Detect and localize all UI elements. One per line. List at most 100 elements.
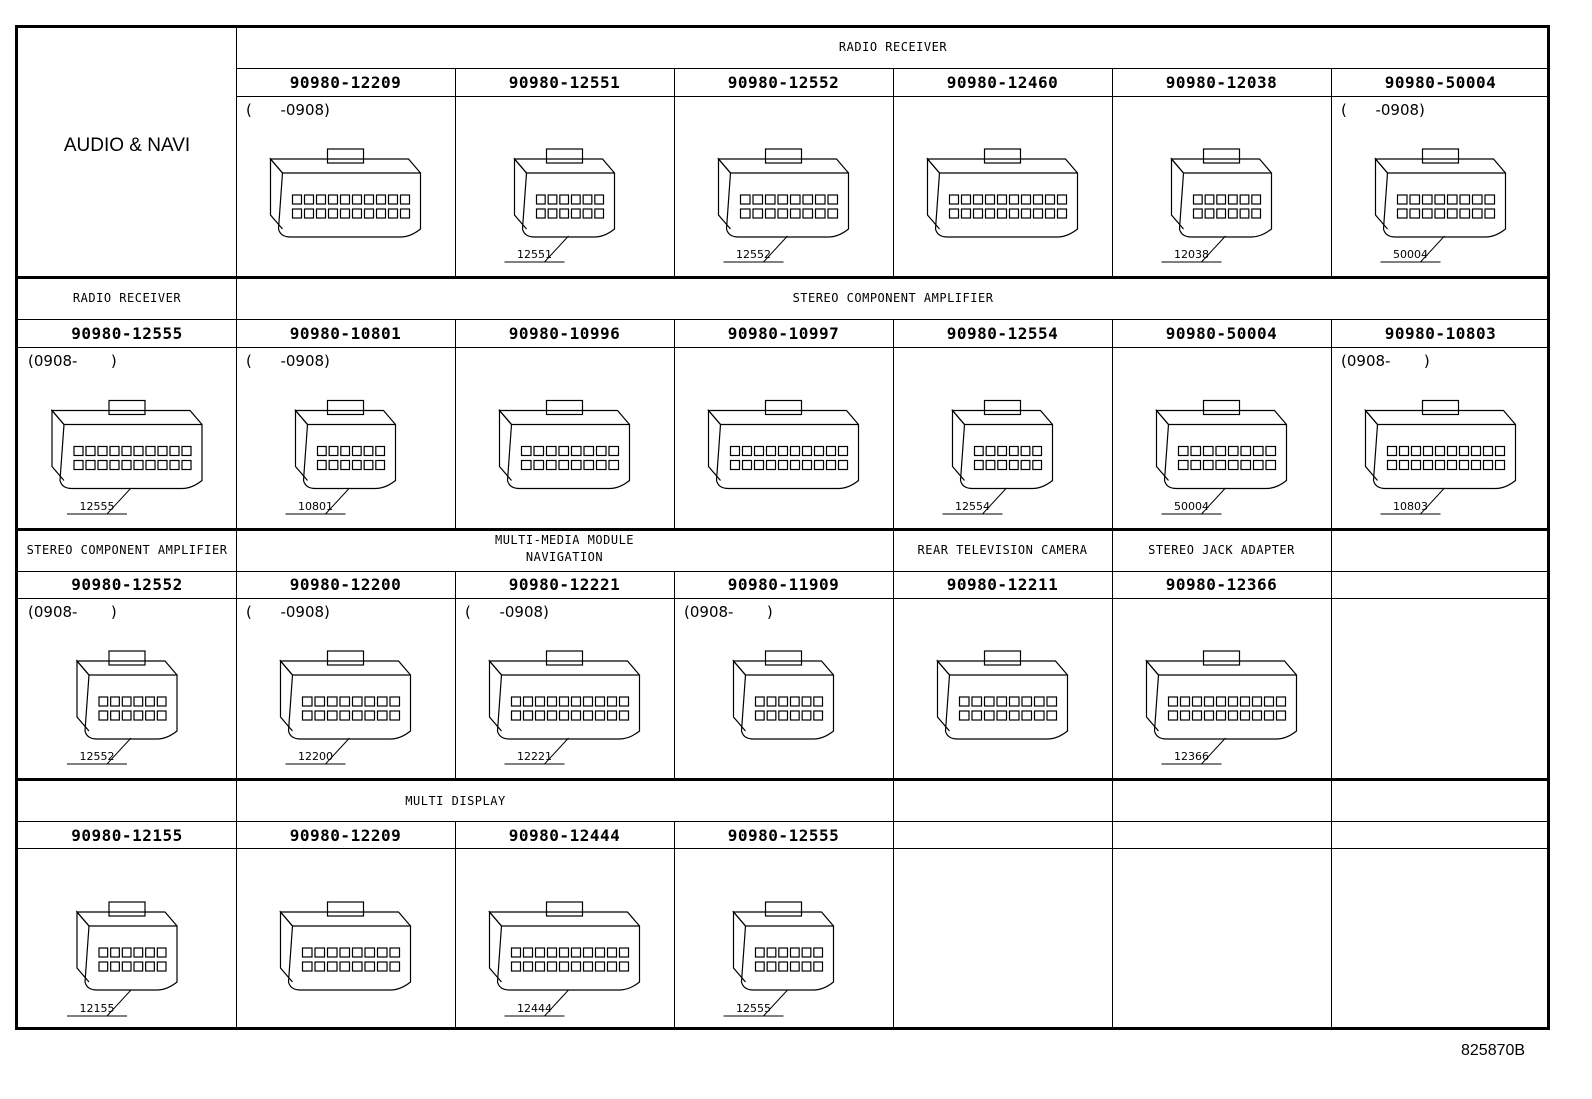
connector-drawing: 12555 — [50, 399, 203, 515]
date-range: ( -0908) — [1341, 101, 1425, 119]
connector-drawing — [926, 148, 1079, 238]
connector-drawing — [498, 399, 631, 490]
gridline — [455, 68, 456, 279]
connector-part-label: 12444 — [517, 1002, 552, 1015]
gridline — [18, 347, 1550, 348]
date-range: ( -0908) — [246, 101, 330, 119]
part-number: 90980-12555 — [71, 324, 183, 343]
connector-table: AUDIO & NAVI RADIO RECEIVER 90980-12209 … — [15, 25, 1550, 1030]
connector-part-label: 10803 — [1393, 500, 1428, 513]
connector-drawing: 10801 — [285, 399, 397, 515]
connector-drawing: 12221 — [488, 650, 641, 765]
connector-drawing: 12552 — [717, 148, 850, 263]
category-label: STEREO COMPONENT AMPLIFIER — [26, 543, 228, 557]
category-label: STEREO JACK ADAPTER — [1148, 543, 1295, 557]
category-label: NAVIGATION — [525, 550, 604, 564]
gridline — [18, 598, 1550, 599]
gridline — [674, 319, 675, 528]
connector-part-label: 12552 — [736, 248, 771, 261]
gridline — [893, 68, 894, 279]
gridline — [1331, 528, 1332, 1030]
gridline — [1112, 319, 1113, 528]
gridline — [18, 276, 1550, 279]
connector-part-label: 12221 — [517, 750, 552, 763]
part-number: 90980-12209 — [289, 73, 402, 92]
connector-part-label: 12552 — [80, 750, 115, 763]
gridline — [1112, 68, 1113, 279]
date-range: (0908- ) — [28, 352, 117, 370]
category-label: MULTI-MEDIA MODULE — [494, 533, 635, 547]
part-number: 90980-50004 — [1165, 324, 1278, 343]
gridline — [18, 528, 1550, 531]
category-label: RADIO RECEIVER — [838, 40, 948, 54]
connector-part-label: 50004 — [1393, 248, 1428, 261]
connector-part-label: 12555 — [736, 1002, 771, 1015]
part-number: 90980-50004 — [1384, 73, 1497, 92]
connector-drawing: 12552 — [67, 650, 178, 765]
part-number: 90980-12038 — [1165, 73, 1278, 92]
gridline — [455, 571, 456, 778]
part-number: 90980-12460 — [946, 73, 1059, 92]
section-title: AUDIO & NAVI — [63, 135, 191, 156]
part-number: 90980-10803 — [1384, 324, 1497, 343]
part-number: 90980-12366 — [1165, 575, 1278, 594]
gridline — [18, 821, 1550, 822]
gridline — [455, 821, 456, 1030]
gridline — [1331, 319, 1332, 528]
gridline — [1331, 68, 1332, 279]
gridline — [674, 571, 675, 778]
part-number: 90980-10801 — [289, 324, 402, 343]
connector-drawing: 12551 — [504, 148, 616, 263]
connector-part-label: 12366 — [1174, 750, 1209, 763]
connector-part-label: 10801 — [298, 500, 333, 513]
gridline — [18, 848, 1550, 849]
gridline — [455, 319, 456, 528]
reference-number: 825870B — [1461, 1042, 1526, 1059]
connector-drawing: 12555 — [723, 901, 835, 1017]
gridline — [18, 319, 1550, 320]
connector-drawing — [279, 901, 412, 991]
part-number: 90980-12551 — [508, 73, 621, 92]
part-number: 90980-10997 — [727, 324, 840, 343]
connector-drawing: 50004 — [1374, 148, 1507, 263]
part-number: 90980-12221 — [508, 575, 621, 594]
category-label: STEREO COMPONENT AMPLIFIER — [792, 291, 994, 305]
part-number: 90980-10996 — [508, 324, 621, 343]
connector-drawing — [269, 148, 422, 238]
connector-part-label: 12554 — [955, 500, 990, 513]
connector-drawing: 12444 — [488, 901, 641, 1017]
part-number: 90980-12552 — [727, 73, 840, 92]
connector-drawing: 50004 — [1155, 399, 1288, 515]
date-range: (0908- ) — [684, 603, 773, 621]
part-number: 90980-12552 — [71, 575, 183, 594]
category-label: REAR TELEVISION CAMERA — [917, 543, 1088, 557]
part-number: 90980-12200 — [289, 575, 402, 594]
connector-part-label: 12555 — [80, 500, 115, 513]
gridline — [18, 778, 1550, 781]
connector-part-label: 12155 — [80, 1002, 115, 1015]
date-range: ( -0908) — [465, 603, 549, 621]
connector-drawing: 12554 — [942, 399, 1054, 515]
gridline — [18, 571, 1550, 572]
gridline — [893, 319, 894, 1030]
date-range: (0908- ) — [28, 603, 117, 621]
connector-drawing: 12038 — [1161, 148, 1273, 263]
gridline — [674, 68, 675, 279]
connector-part-label: 12038 — [1174, 248, 1209, 261]
connector-drawing: 12200 — [279, 650, 412, 765]
part-number: 90980-12555 — [727, 826, 840, 845]
gridline — [236, 28, 237, 1030]
part-number: 90980-12209 — [289, 826, 402, 845]
connector-drawing: 12155 — [67, 901, 178, 1017]
part-number: 90980-11909 — [727, 575, 840, 594]
connector-part-label: 12200 — [298, 750, 333, 763]
connector-drawing — [732, 650, 835, 740]
part-number: 90980-12211 — [946, 575, 1059, 594]
connector-part-label: 50004 — [1174, 500, 1209, 513]
connector-part-label: 12551 — [517, 248, 552, 261]
part-number: 90980-12155 — [71, 826, 183, 845]
connector-drawing — [707, 399, 860, 490]
category-label: MULTI DISPLAY — [405, 794, 506, 808]
connector-drawing: 10803 — [1364, 399, 1517, 515]
part-number: 90980-12444 — [508, 826, 621, 845]
